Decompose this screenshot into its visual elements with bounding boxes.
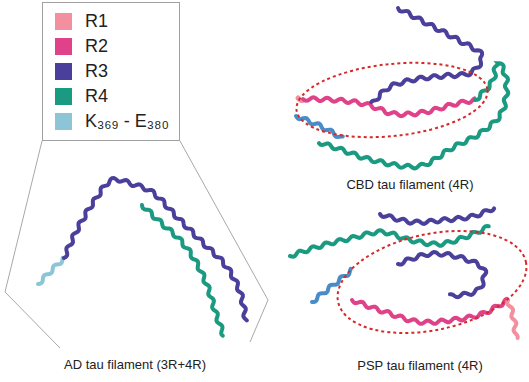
tau-strand (398, 252, 486, 297)
legend-label: R3 (85, 61, 108, 82)
legend-label: R4 (85, 86, 108, 107)
zoom-line (5, 141, 60, 348)
legend-swatch (55, 113, 72, 130)
figure-caption: CBD tau filament (4R) (344, 177, 475, 192)
legend-label: R2 (85, 36, 108, 57)
tau-strand (64, 178, 247, 320)
legend-swatch (55, 13, 72, 30)
legend-row: R2 (55, 34, 169, 59)
legend-row: R1 (55, 9, 169, 34)
tau-strand (380, 208, 494, 223)
core-highlight (328, 215, 529, 349)
tau-strand (303, 97, 475, 116)
figure-caption: PSP tau filament (4R) (355, 358, 484, 373)
core-highlight (293, 54, 491, 146)
tau-strand (507, 300, 517, 338)
tau-strand (371, 8, 482, 102)
legend-swatch (55, 38, 72, 55)
tau-strand (312, 269, 351, 302)
figure-caption: AD tau filament (3R+4R) (62, 357, 208, 372)
tau-strand (38, 258, 63, 284)
legend-row: K₃₆₉ - E₃₈₀ (55, 109, 169, 134)
tau-strand (142, 205, 223, 336)
legend-box: R1R2R3R4K₃₆₉ - E₃₈₀ (42, 2, 180, 141)
legend-row: R4 (55, 84, 169, 109)
legend-swatch (55, 88, 72, 105)
legend-label: R1 (85, 11, 108, 32)
tau-strand (352, 299, 507, 324)
legend-row: R3 (55, 59, 169, 84)
zoom-lines (5, 141, 268, 348)
legend-label: K₃₆₉ - E₃₈₀ (85, 111, 169, 132)
zoom-line (180, 141, 268, 342)
legend-swatch (55, 63, 72, 80)
